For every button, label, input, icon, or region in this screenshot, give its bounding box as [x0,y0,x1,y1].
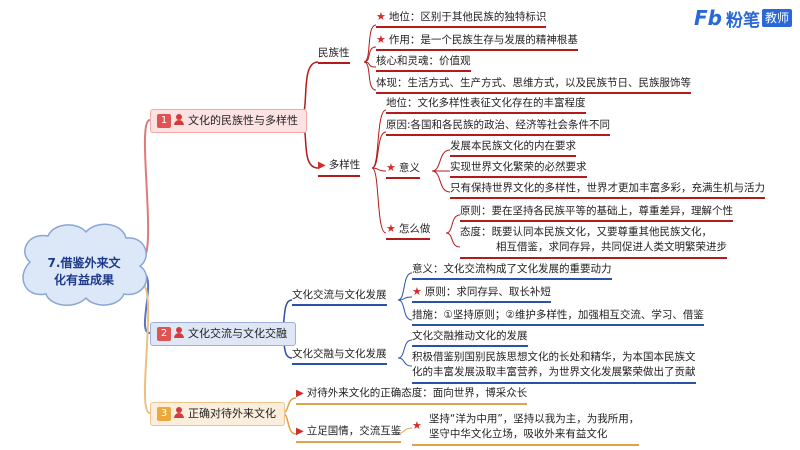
how-attitude-line-2: 相互借鉴，求同存异，共同促进人类文明繁荣进步 [496,241,727,253]
root-topic[interactable]: 7.借鉴外来文 化有益成果 [22,255,146,289]
branch-3-foreign-culture[interactable]: 3 正确对待外来文化 [150,402,285,426]
branch-label: 文化交流与文化交融 [188,327,287,340]
node-nationality-role[interactable]: ★作用：是一个民族生存与发展的精神根基 [376,33,578,51]
meaning-item-3[interactable]: 只有保持世界文化的多样性，世界才更加丰富多彩，充满生机与活力 [450,181,765,199]
person-icon [174,407,184,418]
basis-item-2: 坚守中华文化立场，吸收外来有益文化 [428,428,608,440]
exchange-measures[interactable]: 措施：①坚持原则；②维护多样性，加强相互交流、学习、借鉴 [412,308,704,326]
star-icon: ★ [412,285,422,298]
node-nationality[interactable]: 民族性 [318,46,350,64]
node-exchange[interactable]: 文化交流与文化发展 [292,288,387,306]
exchange-meaning[interactable]: 意义：文化交流构成了文化发展的重要动力 [412,262,612,280]
branch-number: 2 [157,327,171,341]
node-diversity[interactable]: ▶多样性 [318,158,361,177]
fenbi-logo: Fb 粉笔 教师 [694,6,792,31]
star-icon: ★ [376,10,386,23]
node-nationality-status[interactable]: ★地位：区别于其他民族的独特标识 [376,10,547,28]
branch-1-nationality-diversity[interactable]: 1 文化的民族性与多样性 [150,109,307,133]
star-icon: ★ [386,222,396,235]
node-how[interactable]: ★怎么做 [386,222,431,240]
node-diversity-status[interactable]: 地位：文化多样性表征文化存在的丰富程度 [386,96,586,114]
how-attitude-line-1: 态度：既要认同本民族文化，又要尊重其他民族文化， [460,226,712,238]
star-icon: ★ [386,161,396,174]
node-nationality-core[interactable]: 核心和灵魂：价值观 [376,54,471,72]
node-fusion[interactable]: 文化交融与文化发展 [292,347,387,365]
basis-item-1: 坚持“洋为中用”，坚持以我为主，为我所用， [428,413,640,425]
exchange-principle[interactable]: ★原则：求同存异、取长补短 [412,285,551,303]
star-icon: ★ [376,33,386,46]
flag-icon: ▶ [296,388,304,399]
person-icon [174,327,184,338]
basis-items[interactable]: ★ 坚持“洋为中用”，坚持以我为主，为我所用， 坚守中华文化立场，吸收外来有益文… [412,412,640,446]
flag-icon: ▶ [318,160,326,171]
branch-number: 3 [157,407,171,421]
fusion-item-1[interactable]: 文化交融推动文化的发展 [412,329,528,347]
node-diversity-reason[interactable]: 原因:各国和各民族的政治、经济等社会条件不同 [386,118,611,136]
person-icon [174,114,184,125]
how-principle[interactable]: 原则：要在坚持各民族平等的基础上，尊重差异，理解个性 [460,204,733,222]
meaning-item-1[interactable]: 发展本民族文化的内在要求 [450,139,576,157]
node-correct-attitude[interactable]: ▶对待外来文化的正确态度：面向世界，博采众长 [296,386,528,405]
branch-2-exchange-fusion[interactable]: 2 文化交流与文化交融 [150,322,296,346]
node-basis[interactable]: ▶立足国情，交流互鉴 [296,424,402,443]
root-line-1: 7.借鉴外来文 [47,256,121,270]
root-cloud [22,223,148,306]
node-nationality-manifest[interactable]: 体现：生活方式、生产方式、思维方式，以及民族节日、民族服饰等 [376,76,691,94]
flag-icon: ▶ [296,426,304,437]
root-line-2: 化有益成果 [53,273,114,287]
meaning-item-2[interactable]: 实现世界文化繁荣的必然要求 [450,160,587,178]
branch-label: 正确对待外来文化 [188,407,276,420]
star-icon: ★ [412,419,422,432]
logo-mark: Fb [694,6,722,30]
node-meaning[interactable]: ★意义 [386,161,420,179]
logo-name: 粉笔 [725,10,760,31]
fusion-item-2-line-2: 化的丰富发展汲取丰富营养，为世界文化发展繁荣做出了贡献 [412,366,696,378]
fusion-item-2-line-1: 积极借鉴别国别民族思想文化的长处和精华，为本国本民族文 [412,351,696,363]
how-attitude[interactable]: 态度：既要认同本民族文化，又要尊重其他民族文化， 相互借鉴，求同存异，共同促进人… [460,225,727,259]
logo-tag: 教师 [761,9,792,27]
branch-label: 文化的民族性与多样性 [188,114,298,127]
branch-number: 1 [157,114,171,128]
fusion-item-2[interactable]: 积极借鉴别国别民族思想文化的长处和精华，为本国本民族文 化的丰富发展汲取丰富营养… [412,350,696,384]
